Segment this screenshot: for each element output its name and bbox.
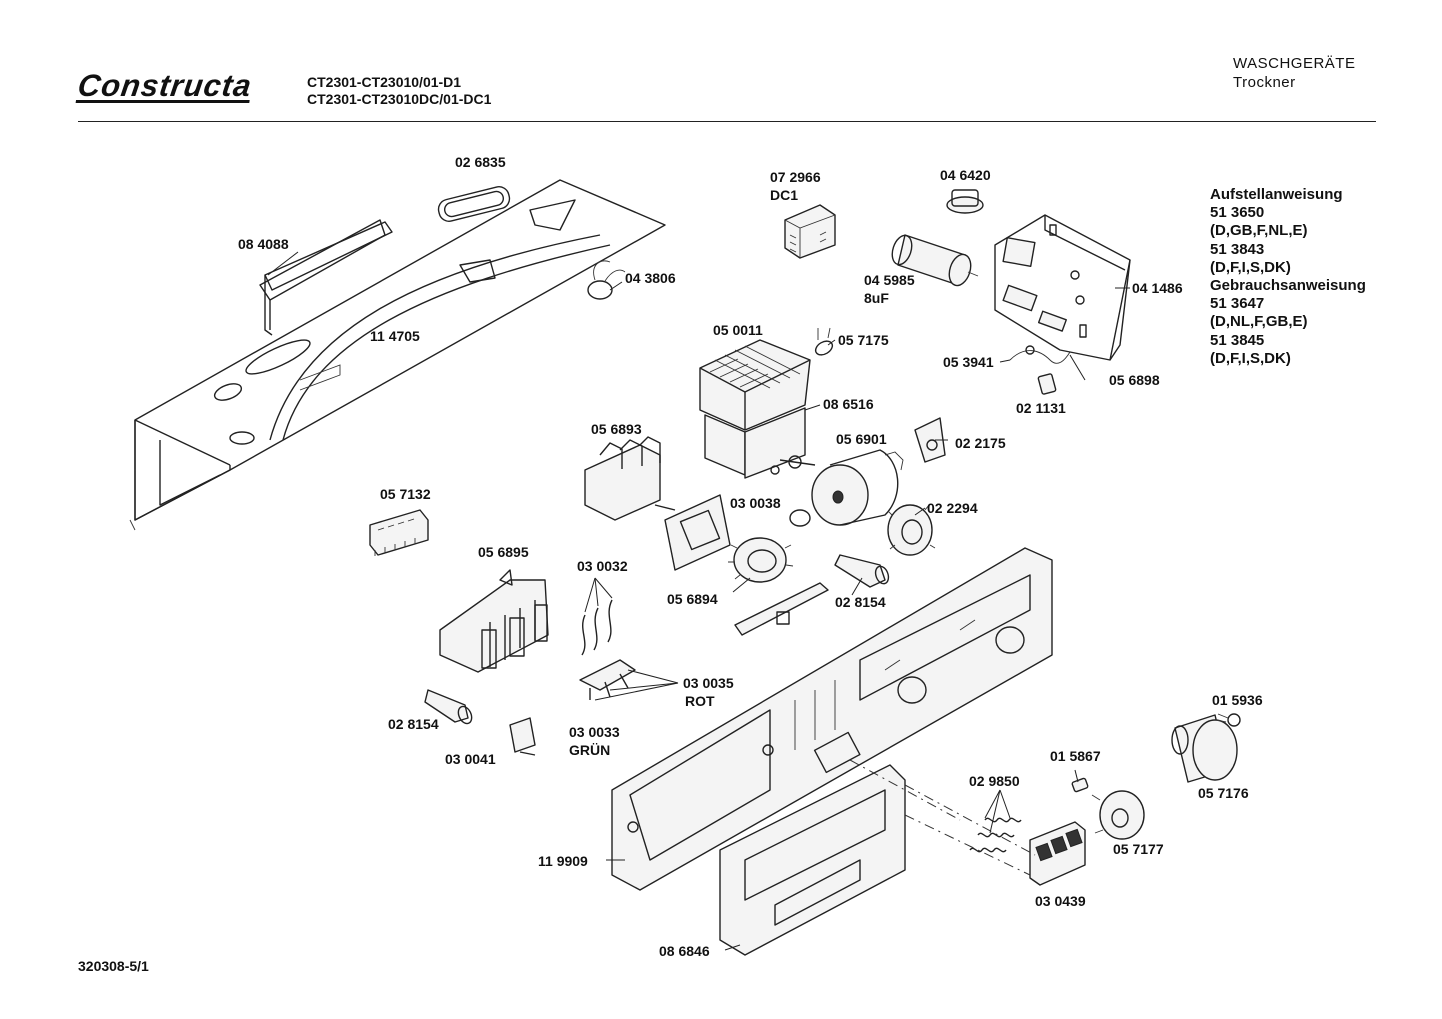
- category-block: WASCHGERÄTE Trockner: [1233, 54, 1355, 92]
- relay-part: [784, 204, 836, 259]
- selector-switch: [584, 436, 676, 521]
- part-label: 05 7177: [1113, 841, 1164, 857]
- part-label: 8uF: [864, 290, 889, 306]
- filter-door: [719, 764, 906, 956]
- screw-part: [1215, 713, 1241, 727]
- part-label: 05 6894: [667, 591, 718, 607]
- part-label: 02 1131: [1016, 400, 1066, 416]
- doc-line: 51 3650: [1210, 204, 1265, 222]
- doc-line: 51 3845: [1210, 331, 1265, 349]
- gasket-part: [437, 186, 511, 222]
- part-label: GRÜN: [569, 742, 611, 758]
- doc-line: (D,F,I,S,DK): [1210, 258, 1291, 276]
- documents-list: Aufstellanweisung 51 3650 (D,GB,F,NL,E) …: [1210, 186, 1366, 368]
- small-terminal: [509, 717, 536, 756]
- gear-ring: [728, 537, 794, 583]
- contact-plate: [579, 659, 636, 700]
- category-subtitle: Trockner: [1233, 74, 1296, 91]
- slide-bar: [734, 582, 829, 636]
- part-label: 02 6835: [455, 154, 506, 170]
- part-label: 08 6516: [823, 396, 874, 412]
- part-label: 02 8154: [835, 594, 886, 610]
- part-label: 05 6898: [1109, 372, 1160, 388]
- doc-line: (D,GB,F,NL,E): [1210, 222, 1308, 240]
- part-label: 03 0033: [569, 724, 620, 740]
- part-label: 02 2175: [955, 435, 1006, 451]
- leader-lines: [267, 251, 1130, 951]
- thermostat-part: [946, 189, 984, 214]
- part-label: 04 5985: [864, 272, 915, 288]
- part-label: 11 9909: [538, 853, 588, 869]
- latch-part: [914, 417, 946, 463]
- doc-line: (D,NL,F,GB,E): [1210, 313, 1308, 331]
- control-drum: [811, 449, 904, 526]
- circuit-board: [994, 214, 1131, 361]
- part-label: 05 6901: [836, 431, 887, 447]
- doc-line: 51 3647: [1210, 295, 1265, 313]
- wire-sensor: [1009, 345, 1071, 364]
- front-panel: [611, 547, 1053, 891]
- part-label: 03 0035: [683, 675, 734, 691]
- large-knob: [1171, 714, 1238, 783]
- push-rod-left: [424, 689, 473, 725]
- clip-part: [1037, 373, 1057, 395]
- drawing-id: 320308-5/1: [78, 958, 149, 974]
- motor-capacitor: [891, 234, 979, 287]
- part-label: 05 3941: [943, 354, 994, 370]
- part-label: 05 7175: [838, 332, 889, 348]
- connector-block: [369, 509, 429, 556]
- part-label: 05 6895: [478, 544, 529, 560]
- small-sensor: [814, 327, 834, 356]
- display-module: [664, 494, 811, 571]
- part-label: 03 0439: [1035, 893, 1086, 909]
- part-label: 03 0032: [577, 558, 628, 574]
- part-label: 02 8154: [388, 716, 439, 732]
- part-label: 04 3806: [625, 270, 676, 286]
- model-line-1: CT2301-CT23010/01-D1: [307, 74, 462, 90]
- part-label: 01 5867: [1050, 748, 1101, 764]
- part-label: 05 0011: [713, 322, 763, 338]
- part-label: 05 7132: [380, 486, 431, 502]
- contact-springs: [581, 599, 613, 656]
- part-label: 02 9850: [969, 773, 1020, 789]
- part-label: 07 2966: [770, 169, 821, 185]
- part-label: 01 5936: [1212, 692, 1263, 708]
- part-label: DC1: [770, 187, 799, 203]
- part-label: 02 2294: [927, 500, 978, 516]
- model-line-2: CT2301-CT23010DC/01-DC1: [307, 91, 492, 107]
- push-rod-right: [834, 554, 890, 588]
- doc-line: Aufstellanweisung: [1210, 186, 1343, 203]
- small-knob: [1091, 790, 1145, 840]
- category-title: WASCHGERÄTE: [1233, 55, 1356, 72]
- part-label: 05 6893: [591, 421, 642, 437]
- part-label: 03 0038: [730, 495, 781, 511]
- small-capacitor: [587, 260, 626, 300]
- part-label: 08 4088: [238, 236, 289, 252]
- part-label: 05 7176: [1198, 785, 1249, 801]
- part-label: ROT: [685, 693, 715, 709]
- part-label: 04 1486: [1132, 280, 1183, 296]
- bracket-part: [264, 221, 393, 336]
- model-numbers: CT2301-CT23010/01-D1 CT2301-CT23010DC/01…: [307, 74, 491, 108]
- part-label: 04 6420: [940, 167, 991, 183]
- spring-set: [969, 817, 1022, 853]
- switch-block: [439, 569, 549, 673]
- doc-line: Gebrauchsanweisung: [1210, 277, 1366, 295]
- part-label: 03 0041: [445, 751, 496, 767]
- program-timer: [699, 339, 816, 479]
- doc-line: (D,F,I,S,DK): [1210, 349, 1291, 367]
- push-buttons: [1029, 821, 1086, 886]
- gear-part: [887, 504, 936, 556]
- button-clip: [1071, 777, 1089, 793]
- doc-line: 51 3843: [1210, 240, 1265, 258]
- header-divider: [78, 121, 1376, 122]
- part-label: 08 6846: [659, 943, 710, 959]
- part-label: 11 4705: [370, 328, 420, 344]
